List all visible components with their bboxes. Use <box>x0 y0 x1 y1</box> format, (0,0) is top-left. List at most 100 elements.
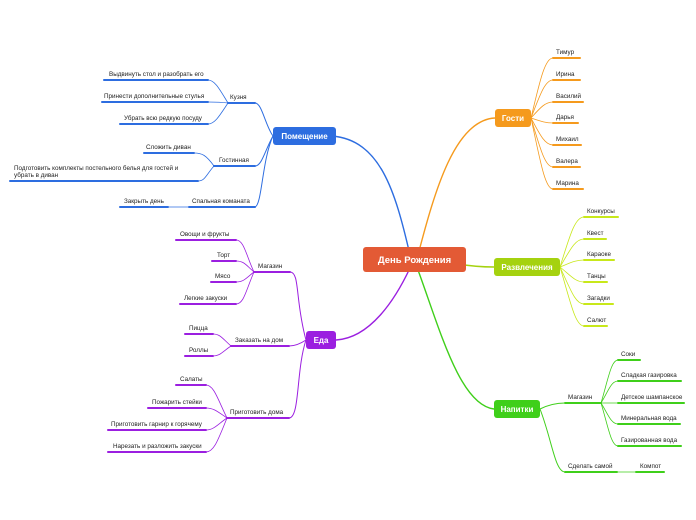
connector-root-gosti <box>417 117 496 256</box>
node-eda-leaf-9[interactable]: Приготовить гарнир к горячему <box>111 421 203 428</box>
connector-prigotovit-leaf-1 <box>205 384 228 419</box>
connector-gosti-leaf-5 <box>530 117 554 146</box>
connector-razvl-leaf-5 <box>559 266 585 305</box>
node-nap-leaf-1[interactable]: Соки <box>621 351 636 358</box>
node-razvlecheniya[interactable]: Развлечения <box>494 258 560 276</box>
connector-pomeshchenie-kuznya <box>254 102 274 137</box>
node-gosti-leaf-3[interactable]: Василий <box>556 92 582 100</box>
connector-eda-zakazat <box>288 339 307 347</box>
node-spalnaya[interactable]: Спальная команата <box>192 198 250 205</box>
connector-magazin-leaf-2 <box>235 260 255 273</box>
node-pom-leaf-1[interactable]: Выдвинуть стол и разобрать его <box>109 70 204 78</box>
node-gosti-leaf-7[interactable]: Марина <box>556 180 579 187</box>
connector-nap-magazin-leaf-5 <box>600 402 619 447</box>
node-gosti-leaf-1[interactable]: Тимур <box>556 49 575 56</box>
connector-root-pomeshchenie <box>331 135 411 256</box>
connector-gosti-leaf-3 <box>530 101 554 119</box>
connector-gosti-leaf-6 <box>530 117 554 168</box>
connector-magazin-leaf-4 <box>235 271 255 305</box>
node-pom-leaf-5-line-2[interactable]: убрать в диван <box>14 171 59 179</box>
node-pom-leaf-2[interactable]: Принести дополнительные стулья <box>104 93 204 100</box>
node-eda-label: Еда <box>314 336 329 345</box>
node-nap-magazin[interactable]: Магазин <box>568 394 593 401</box>
node-eda-leaf-1[interactable]: Овощи и фрукты <box>180 231 230 238</box>
node-eda-magazin[interactable]: Магазин <box>258 263 283 270</box>
node-eda-zakazat[interactable]: Заказать на дом <box>235 337 283 344</box>
node-nap-leaf-4[interactable]: Минеральная вода <box>621 415 677 422</box>
node-pomeshchenie[interactable]: Помещение <box>273 127 336 145</box>
node-nap-sdelat[interactable]: Сделать самой <box>568 462 613 470</box>
node-napitki[interactable]: Напитки <box>494 400 540 418</box>
connector-nap-magazin-leaf-4 <box>600 402 619 425</box>
node-pom-leaf-4[interactable]: Сложить диван <box>146 144 191 151</box>
connector-napitki-magazin <box>539 402 566 410</box>
connector-gosti-leaf-2 <box>530 79 554 119</box>
connector-prigotovit-leaf-3 <box>205 417 228 431</box>
connector-razvl-leaf-6 <box>559 266 585 327</box>
connector-razvl-leaf-3 <box>559 259 585 268</box>
node-razvl-leaf-5[interactable]: Загадки <box>587 295 610 302</box>
node-nap-leaf-5[interactable]: Газированная вода <box>621 437 678 444</box>
connector-gosti-leaf-4 <box>530 117 554 124</box>
node-razvlecheniya-label: Развлечения <box>501 263 553 272</box>
connector-pomeshchenie-spalnaya <box>254 135 274 208</box>
connector-kuznya-leaf-3 <box>207 102 229 125</box>
connector-napitki-sdelat <box>539 408 566 473</box>
node-gosti-leaf-2[interactable]: Ирина <box>556 71 575 78</box>
connector-nap-magazin-leaf-1 <box>600 359 619 404</box>
connector-root-eda <box>335 267 411 341</box>
node-eda-leaf-6[interactable]: Роллы <box>189 347 209 354</box>
node-pomeshchenie-label: Помещение <box>281 132 328 141</box>
node-gosti-leaf-5[interactable]: Михаил <box>556 136 579 143</box>
root-node-label: День Рождения <box>378 255 451 266</box>
node-eda-prigotovit[interactable]: Приготовить дома <box>230 409 284 416</box>
node-gosti[interactable]: Гости <box>495 109 531 127</box>
node-nap-leaf-6[interactable]: Компот <box>640 463 661 470</box>
node-napitki-label: Напитки <box>501 405 534 414</box>
connector-eda-magazin <box>289 271 307 341</box>
connector-razvl-leaf-4 <box>559 266 585 283</box>
node-razvl-leaf-3[interactable]: Караоке <box>587 251 612 258</box>
root-node[interactable]: День Рождения <box>363 247 466 272</box>
node-pom-leaf-3[interactable]: Убрать всю редкую посуду <box>124 114 203 122</box>
node-razvl-leaf-6[interactable]: Салют <box>587 317 606 324</box>
node-eda-leaf-4[interactable]: Легкие закуски <box>184 295 228 302</box>
node-gostinnaya[interactable]: Гостинная <box>219 157 249 164</box>
node-napitki-box <box>494 400 540 418</box>
node-eda-leaf-3[interactable]: Мясо <box>215 273 231 280</box>
root-node-box <box>363 247 466 272</box>
node-pom-leaf-6[interactable]: Закрыть день <box>124 198 165 205</box>
node-nap-leaf-3[interactable]: Детское шампанское <box>621 394 683 401</box>
connector-nap-magazin-leaf-2 <box>600 380 619 404</box>
node-kuznya[interactable]: Кузня <box>230 94 247 101</box>
connector-kuznya-leaf-2 <box>207 101 229 104</box>
connector-razvl-leaf-1 <box>559 216 585 268</box>
node-nap-leaf-2[interactable]: Сладкая газировка <box>621 372 677 379</box>
connector-prigotovit-leaf-2 <box>205 407 228 419</box>
node-pomeshchenie-box <box>273 127 336 145</box>
connector-razvl-leaf-2 <box>559 238 585 268</box>
node-eda-leaf-2[interactable]: Торт <box>217 252 230 259</box>
node-gosti-label: Гости <box>502 114 524 123</box>
node-eda-leaf-8[interactable]: Пожарить стейки <box>152 398 202 406</box>
node-gosti-box <box>495 109 531 127</box>
connector-prigotovit-leaf-4 <box>205 417 228 453</box>
node-razvl-leaf-1[interactable]: Конкурсы <box>587 208 615 215</box>
connector-gostinnaya-leaf-2 <box>197 165 215 182</box>
node-razvlecheniya-box <box>494 258 560 276</box>
node-eda-box <box>306 331 336 349</box>
node-razvl-leaf-4[interactable]: Танцы <box>587 273 606 280</box>
node-eda-leaf-10[interactable]: Нарезать и разложить закуски <box>113 443 202 450</box>
node-eda-leaf-5[interactable]: Пицца <box>189 325 208 332</box>
node-razvl-leaf-2[interactable]: Квест <box>587 230 604 237</box>
connector-pomeshchenie-gostinnaya <box>254 135 274 167</box>
connector-gosti-leaf-7 <box>530 117 554 190</box>
node-eda-leaf-7[interactable]: Салаты <box>180 376 203 383</box>
connector-magazin-leaf-1 <box>235 239 255 273</box>
node-pom-leaf-5-line-1[interactable]: Подготовить комплекты постельного белья … <box>14 164 179 172</box>
node-gosti-leaf-4[interactable]: Дарья <box>556 114 574 121</box>
node-gosti-leaf-6[interactable]: Валера <box>556 158 578 165</box>
connector-magazin-leaf-3 <box>235 271 255 283</box>
node-eda[interactable]: Еда <box>306 331 336 349</box>
